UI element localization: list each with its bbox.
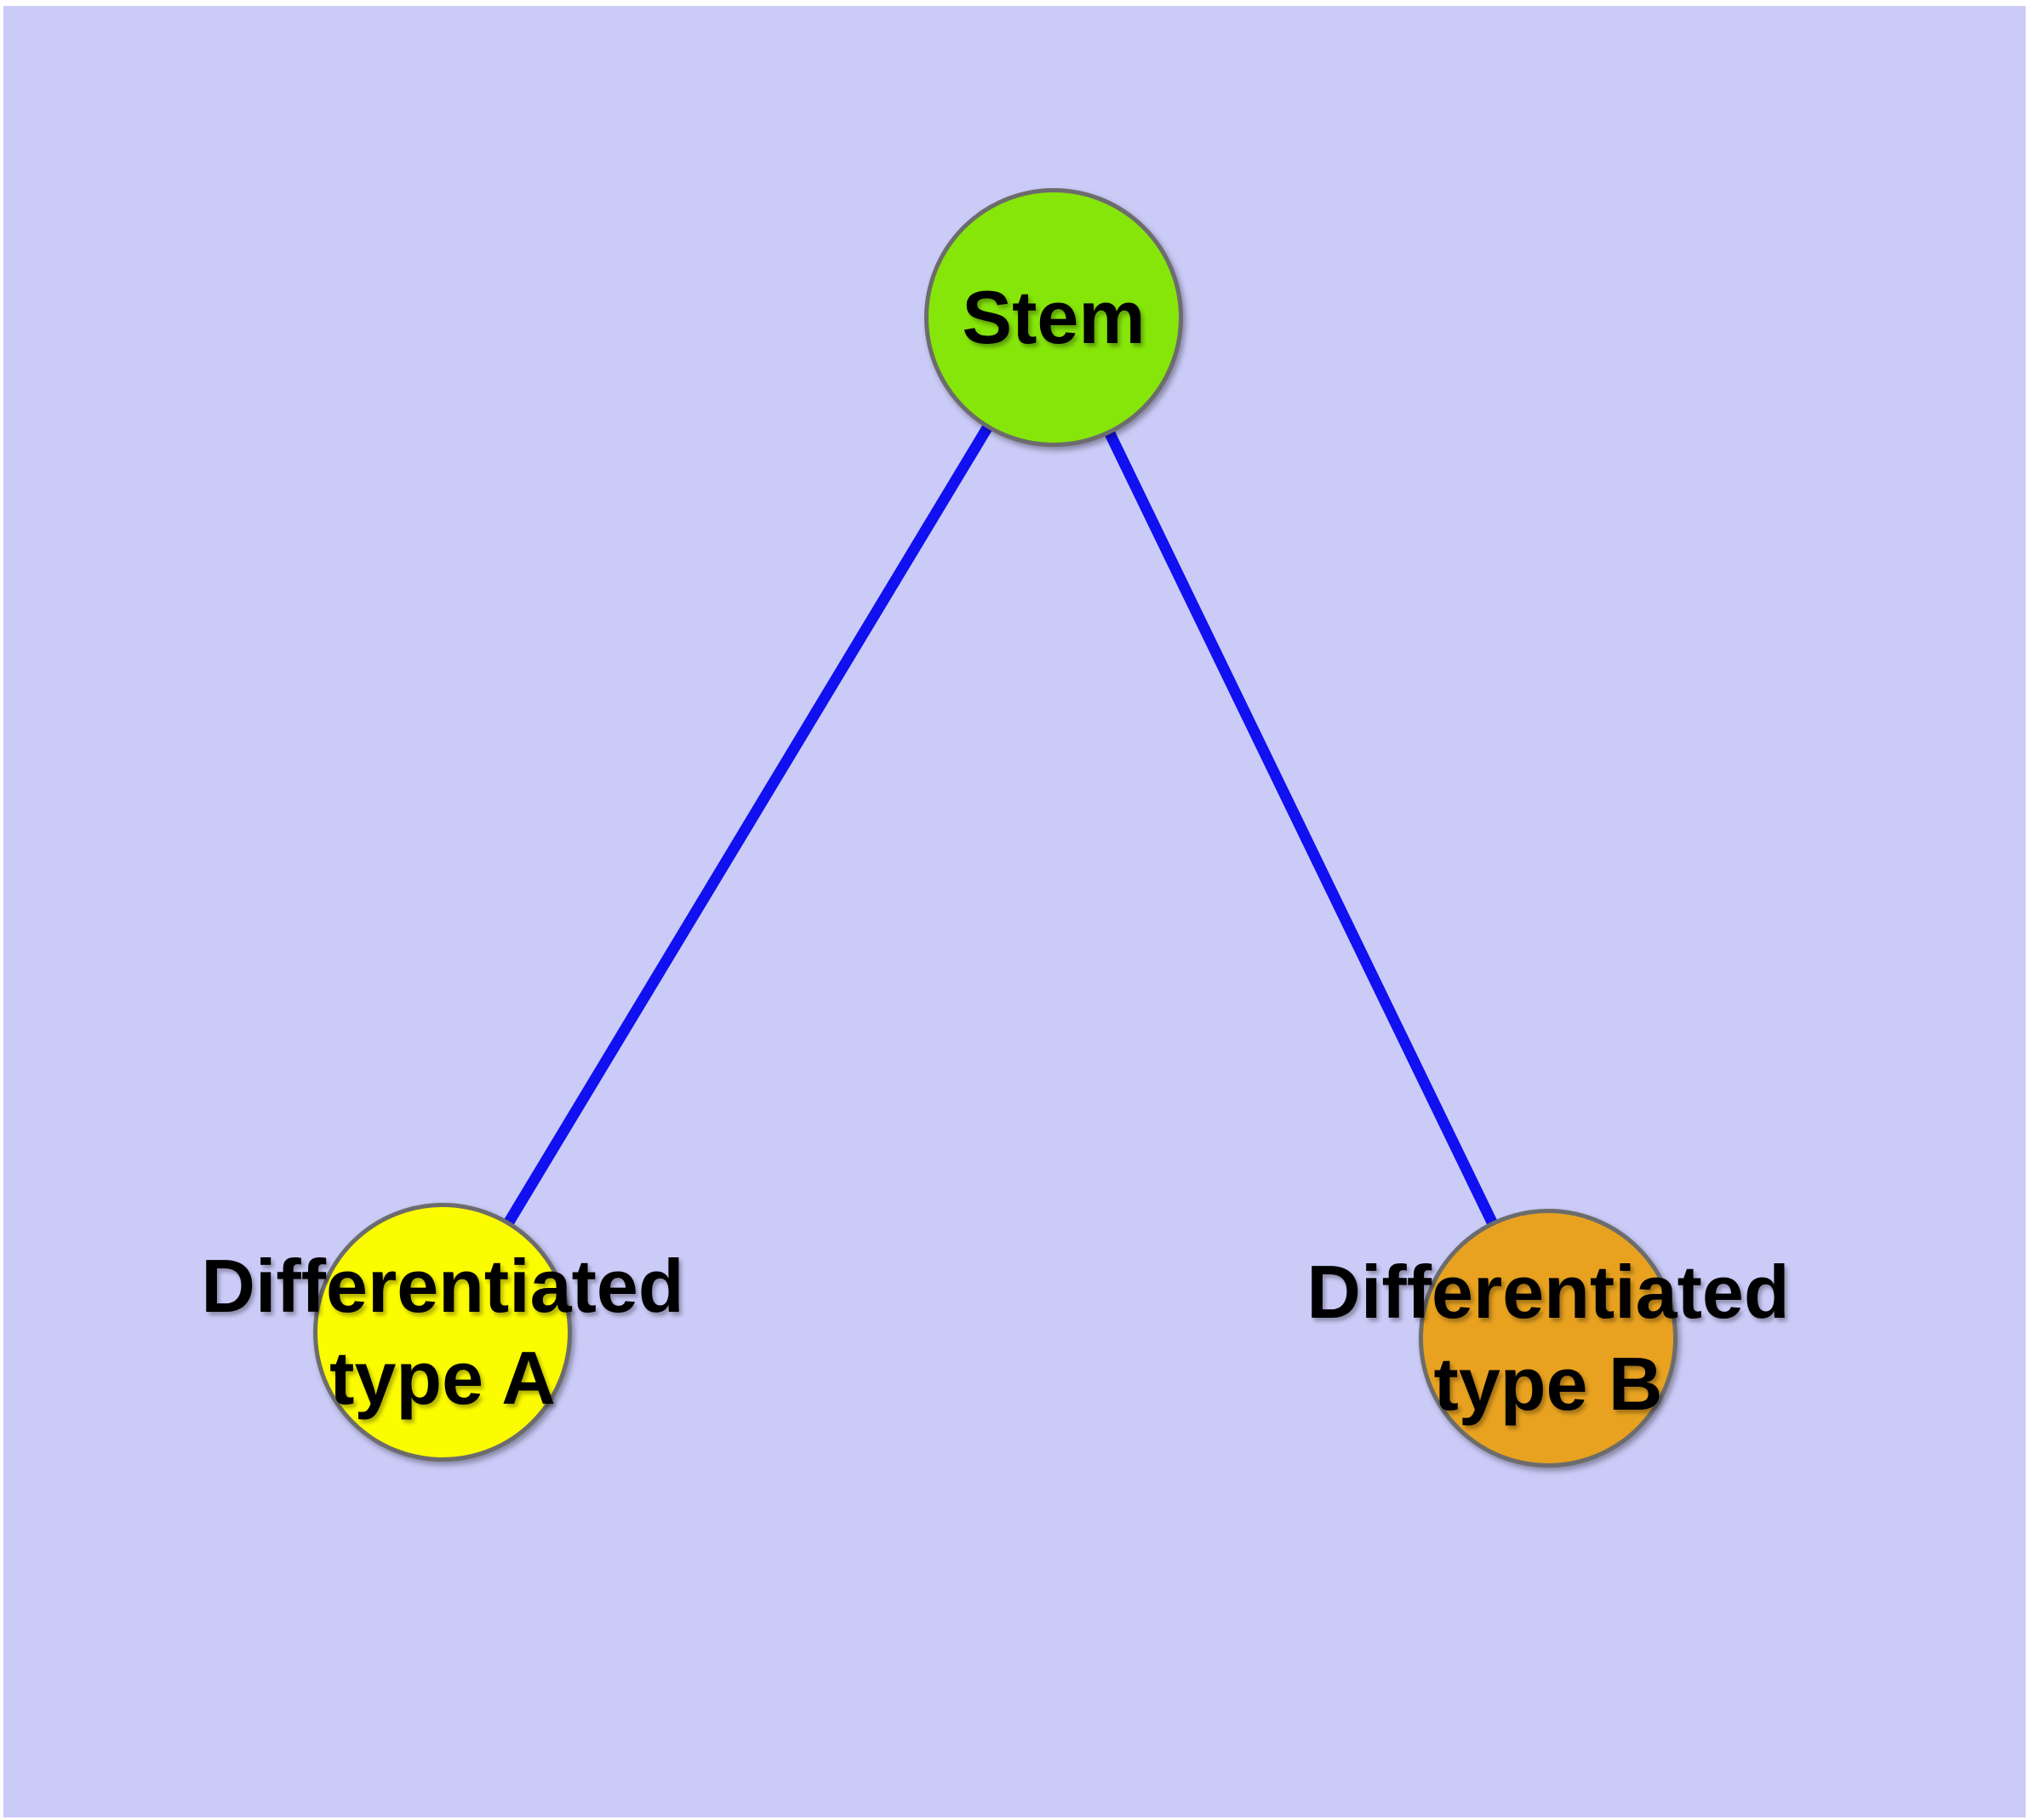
node-differentiated-type-b-circle (1419, 1209, 1677, 1468)
edge-stem-to-type-b (1049, 315, 1553, 1341)
node-stem-circle (924, 188, 1183, 447)
node-differentiated-type-a-circle (313, 1203, 572, 1462)
edge-stem-to-type-a (437, 314, 1059, 1336)
